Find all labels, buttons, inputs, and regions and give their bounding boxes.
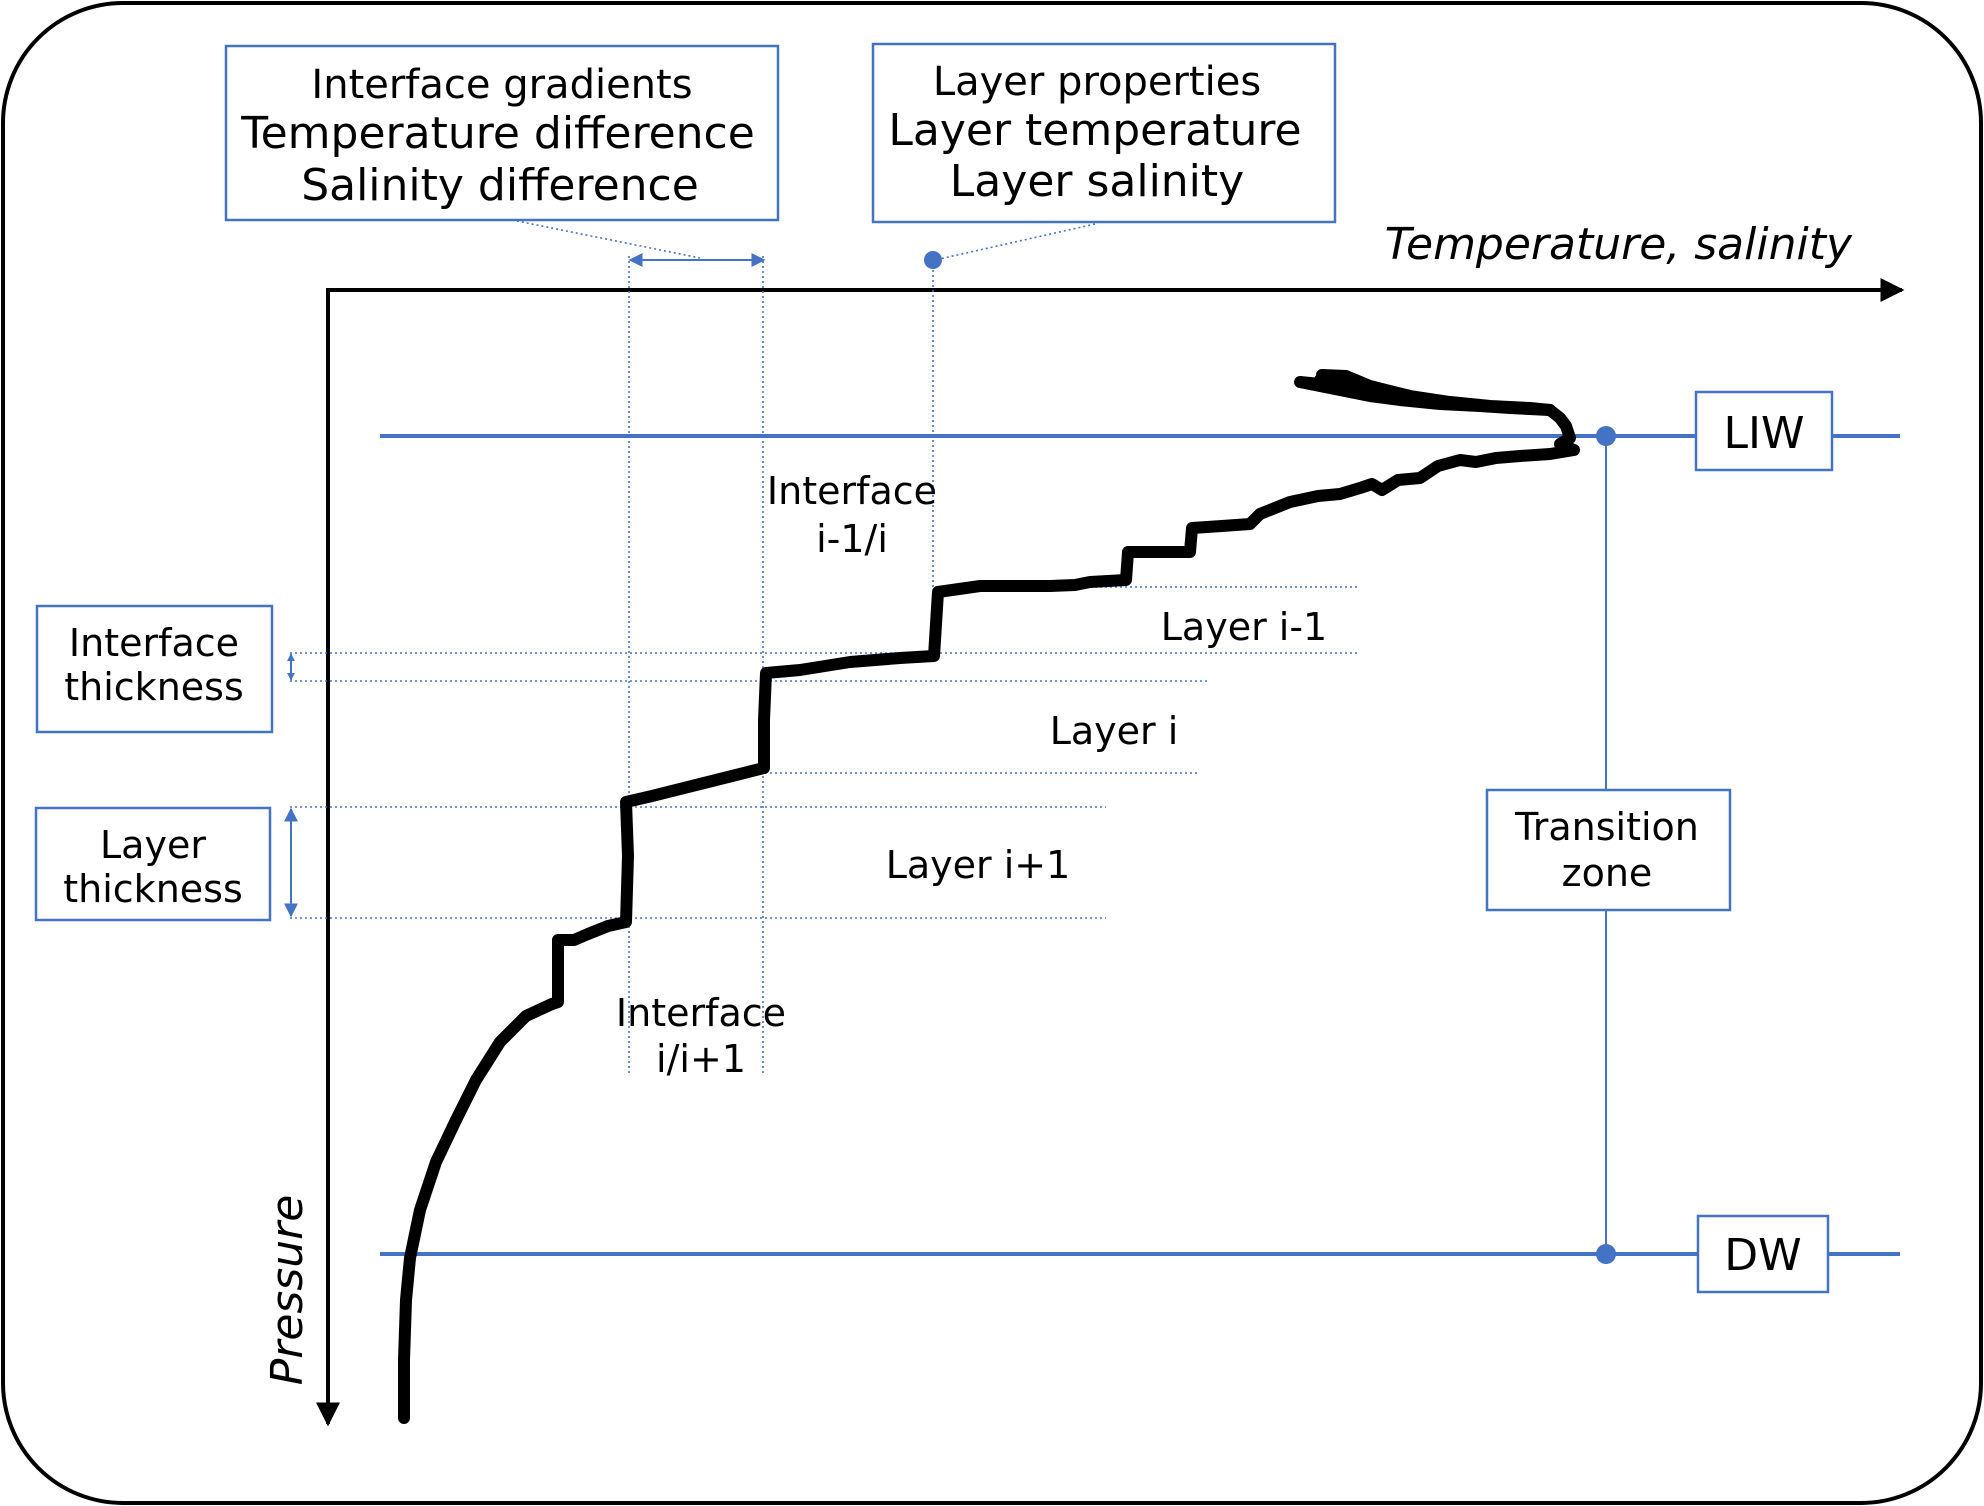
layer-middle-label: Layer i [1050,709,1179,753]
interface-upper-label-line1: Interface [767,469,937,513]
y-axis-label: Pressure [262,1195,313,1386]
svg-text:thickness: thickness [64,665,244,709]
svg-text:DW: DW [1724,1230,1801,1281]
interface-thickness-box: Interface thickness [35,604,274,734]
profile-upper-tail [1316,369,1556,416]
svg-text:Interface gradients: Interface gradients [311,62,692,108]
interface-gradients-box: Interface gradients Temperature differen… [224,44,780,222]
layer-below-label: Layer i+1 [886,843,1071,887]
layer-properties-leader [934,223,1096,261]
layer-thickness-box: Layer thickness [34,806,272,922]
interface-lower-label-line1: Interface [616,991,786,1035]
dw-marker-dot [1596,1244,1616,1264]
layer-properties-dot [924,251,942,269]
svg-text:Salinity difference: Salinity difference [301,160,699,211]
x-axis-label: Temperature, salinity [1385,219,1853,270]
svg-text:zone: zone [1562,851,1653,895]
liw-box: LIW [1694,390,1834,472]
interface-gradients-leader [511,219,701,259]
svg-text:LIW: LIW [1724,408,1805,459]
interface-upper-label-line2: i-1/i [816,517,888,561]
dw-box: DW [1696,1214,1830,1294]
svg-text:Transition: Transition [1514,805,1699,849]
svg-text:Layer properties: Layer properties [933,59,1261,105]
layer-properties-box: Layer properties Layer temperature Layer… [871,42,1337,224]
svg-text:Layer: Layer [100,823,206,867]
transition-zone-box: Transition zone [1485,788,1732,912]
interface-lower-label-line2: i/i+1 [656,1037,746,1081]
svg-text:Interface: Interface [69,621,239,665]
svg-text:Temperature difference: Temperature difference [240,108,755,159]
liw-marker-dot [1596,426,1616,446]
svg-text:Layer salinity: Layer salinity [950,156,1244,207]
staircase-profile-curve [398,374,1580,1424]
layer-above-label: Layer i-1 [1161,605,1327,649]
svg-text:thickness: thickness [63,867,243,911]
svg-text:Layer temperature: Layer temperature [888,105,1301,156]
